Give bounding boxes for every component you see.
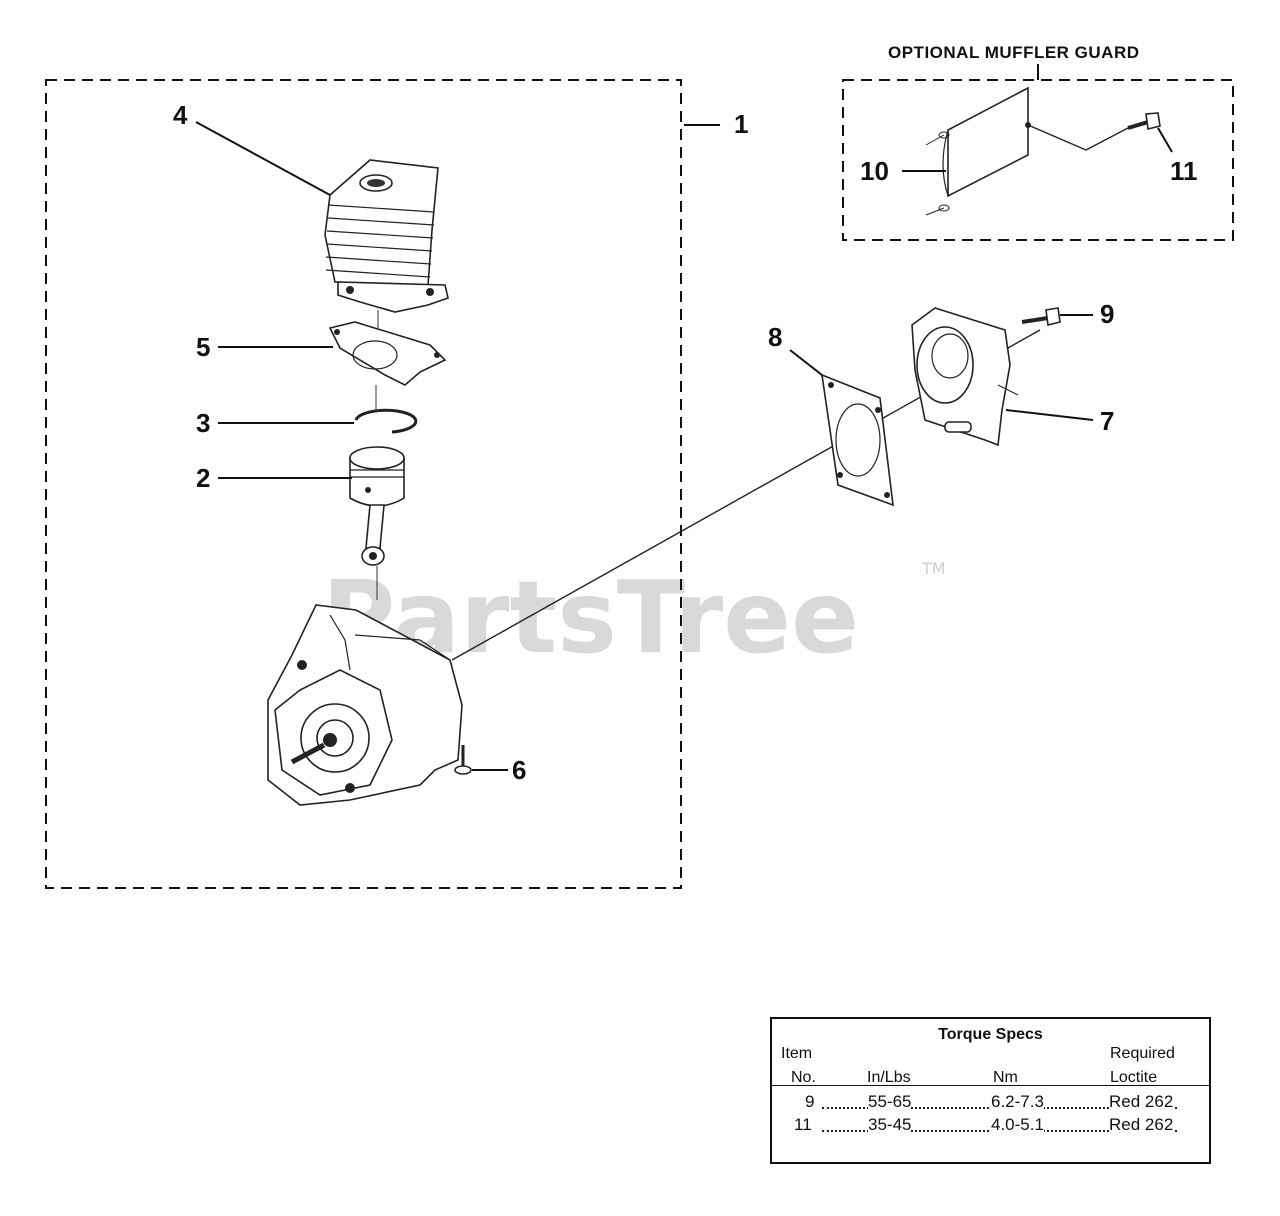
row-loctite: Red 262 — [1109, 1092, 1174, 1112]
header-nm: Nm — [993, 1069, 1018, 1086]
guard-screw-part[interactable] — [1027, 112, 1161, 151]
header-item-top: Item — [781, 1045, 813, 1062]
torque-specs-title: Torque Specs — [938, 1026, 1043, 1043]
table-row: 9 55-65 6.2-7.3 Red 262 — [772, 1092, 1209, 1114]
watermark-tm: TM — [921, 559, 946, 578]
table-row: 11 35-45 4.0-5.1 Red 262 — [772, 1115, 1209, 1137]
callout-8[interactable]: 8 — [768, 322, 782, 352]
row-inlbs: 35-45 — [868, 1115, 912, 1135]
cylinder-part[interactable] — [324, 159, 449, 313]
callout-4[interactable]: 4 — [173, 100, 188, 130]
callout-3[interactable]: 3 — [196, 408, 210, 438]
callout-6[interactable]: 6 — [512, 755, 526, 785]
callout-10[interactable]: 10 — [860, 156, 889, 186]
row-item: 11 — [794, 1115, 812, 1135]
muffler-guard-title: OPTIONAL MUFFLER GUARD — [888, 43, 1140, 62]
piston-part[interactable] — [349, 446, 405, 566]
row-nm: 4.0-5.1 — [991, 1115, 1044, 1135]
header-item-bottom: No. — [791, 1069, 816, 1086]
callout-7[interactable]: 7 — [1100, 406, 1114, 436]
callout-9[interactable]: 9 — [1100, 299, 1114, 329]
row-inlbs: 55-65 — [868, 1092, 912, 1112]
leader-4 — [195, 121, 331, 196]
header-inlbs: In/Lbs — [867, 1069, 911, 1086]
leader-8 — [789, 349, 823, 376]
header-loctite-bottom: Loctite — [1110, 1069, 1158, 1086]
muffler-guard-part[interactable] — [925, 86, 1031, 216]
crankcase-screw-part[interactable] — [454, 745, 472, 775]
callout-2[interactable]: 2 — [196, 463, 210, 493]
header-loctite-top: Required — [1110, 1045, 1175, 1062]
cylinder-gasket-part[interactable] — [328, 321, 447, 386]
piston-ring-part[interactable] — [354, 408, 418, 434]
muffler-part[interactable] — [911, 307, 1019, 447]
callout-5[interactable]: 5 — [196, 332, 210, 362]
muffler-guard-box — [842, 79, 1234, 241]
row-item: 9 — [805, 1092, 815, 1112]
row-loctite: Red 262 — [1109, 1115, 1174, 1135]
leader-11 — [1157, 127, 1173, 153]
leader-7 — [1005, 409, 1094, 421]
header-rule — [772, 1085, 1209, 1086]
torque-specs-table: Torque Specs Item No. In/Lbs Nm Required… — [770, 1017, 1211, 1164]
callout-1[interactable]: 1 — [734, 109, 748, 139]
muffler-gasket-part[interactable] — [821, 373, 894, 507]
muffler-screw-part[interactable] — [1021, 307, 1061, 326]
row-nm: 6.2-7.3 — [991, 1092, 1044, 1112]
crankcase-part[interactable] — [267, 604, 463, 806]
callout-11[interactable]: 11 — [1170, 156, 1198, 186]
